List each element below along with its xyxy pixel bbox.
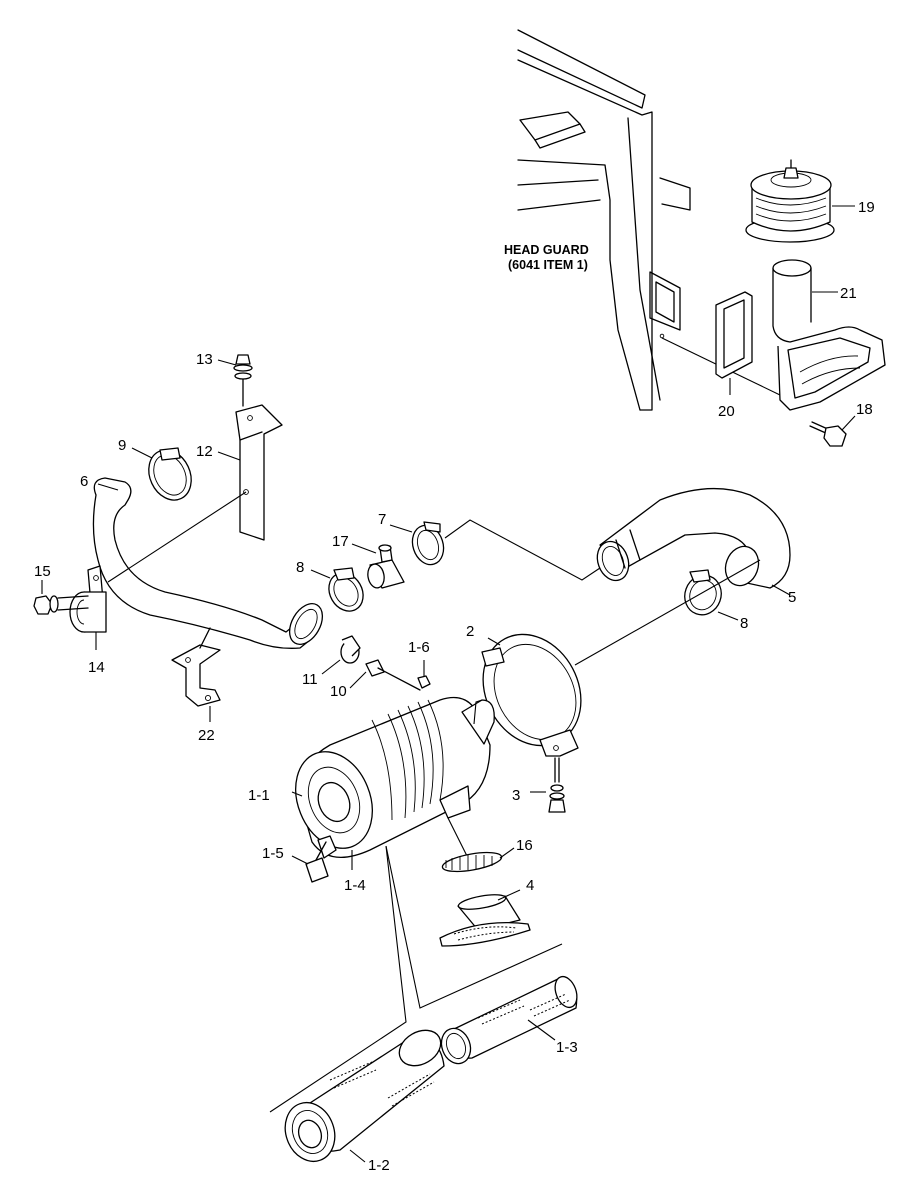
callout-1-1: 1-1 (248, 787, 270, 804)
callout-8-left: 8 (296, 559, 304, 576)
callout-1-4: 1-4 (344, 877, 366, 894)
callout-2: 2 (466, 623, 474, 640)
part-5-intake-hose (596, 487, 791, 596)
part-21-inlet-duct (772, 259, 886, 411)
part-1-6-plug (417, 660, 431, 689)
callout-1-2: 1-2 (368, 1157, 390, 1174)
part-20-gasket (715, 291, 753, 395)
callout-3: 3 (512, 787, 520, 804)
head-guard-note-line1: HEAD GUARD (504, 243, 589, 257)
part-1-3-safety-element (440, 975, 578, 1065)
part-9-hose-clamp (131, 447, 192, 501)
callout-1-6: 1-6 (408, 639, 430, 656)
head-guard-note: HEAD GUARD (6041 ITEM 1) (504, 243, 589, 272)
part-22-bracket (171, 627, 221, 722)
part-8-hose-clamp-right (684, 569, 739, 621)
callout-11: 11 (302, 671, 318, 688)
callout-6: 6 (80, 473, 88, 490)
part-8-hose-clamp-left (310, 567, 364, 612)
assembly-line-7-5 (444, 519, 601, 581)
callout-12: 12 (196, 443, 213, 460)
callout-16: 16 (516, 837, 533, 854)
callout-7: 7 (378, 511, 386, 528)
part-14-pipe-clamp (69, 565, 107, 650)
callout-13: 13 (196, 351, 213, 368)
callout-1-3: 1-3 (556, 1039, 578, 1056)
part-2-mounting-band (481, 559, 761, 757)
callout-9: 9 (118, 437, 126, 454)
callout-14: 14 (88, 659, 105, 676)
part-1-air-cleaner-body (291, 696, 495, 871)
part-7-hose-clamp (389, 521, 445, 566)
callout-5: 5 (788, 589, 796, 606)
part-11-cap (321, 635, 361, 675)
part-15-bolt (33, 580, 89, 615)
callout-1-5: 1-5 (262, 845, 284, 862)
part-6-intake-pipe (92, 477, 324, 649)
part-3-bolt (530, 757, 566, 813)
part-1-5-valve (291, 841, 329, 883)
callout-17: 17 (332, 533, 349, 550)
callout-labels: 19 21 20 18 13 9 12 6 7 17 8 15 5 8 2 1-… (34, 199, 875, 1174)
callout-19: 19 (858, 199, 875, 216)
callout-21: 21 (840, 285, 857, 302)
part-18-bolt (809, 415, 856, 447)
part-17-tee-fitting (351, 543, 405, 589)
part-13-bolt (217, 354, 253, 407)
callout-10: 10 (330, 683, 347, 700)
part-12-bracket (107, 404, 283, 583)
head-guard-note-line2: (6041 ITEM 1) (508, 258, 588, 272)
callout-18: 18 (856, 401, 873, 418)
part-10-fitting (349, 659, 421, 691)
part-1-2-primary-element (284, 1029, 445, 1163)
part-4-dust-valve (439, 889, 531, 947)
part-19-pre-cleaner-cap (745, 159, 855, 243)
callout-8-right: 8 (740, 615, 748, 632)
callout-4: 4 (526, 877, 534, 894)
callout-15: 15 (34, 563, 51, 580)
part-16-clamp (441, 847, 515, 873)
callout-22: 22 (198, 727, 215, 744)
element-explode-lines (269, 845, 563, 1113)
callout-20: 20 (718, 403, 735, 420)
